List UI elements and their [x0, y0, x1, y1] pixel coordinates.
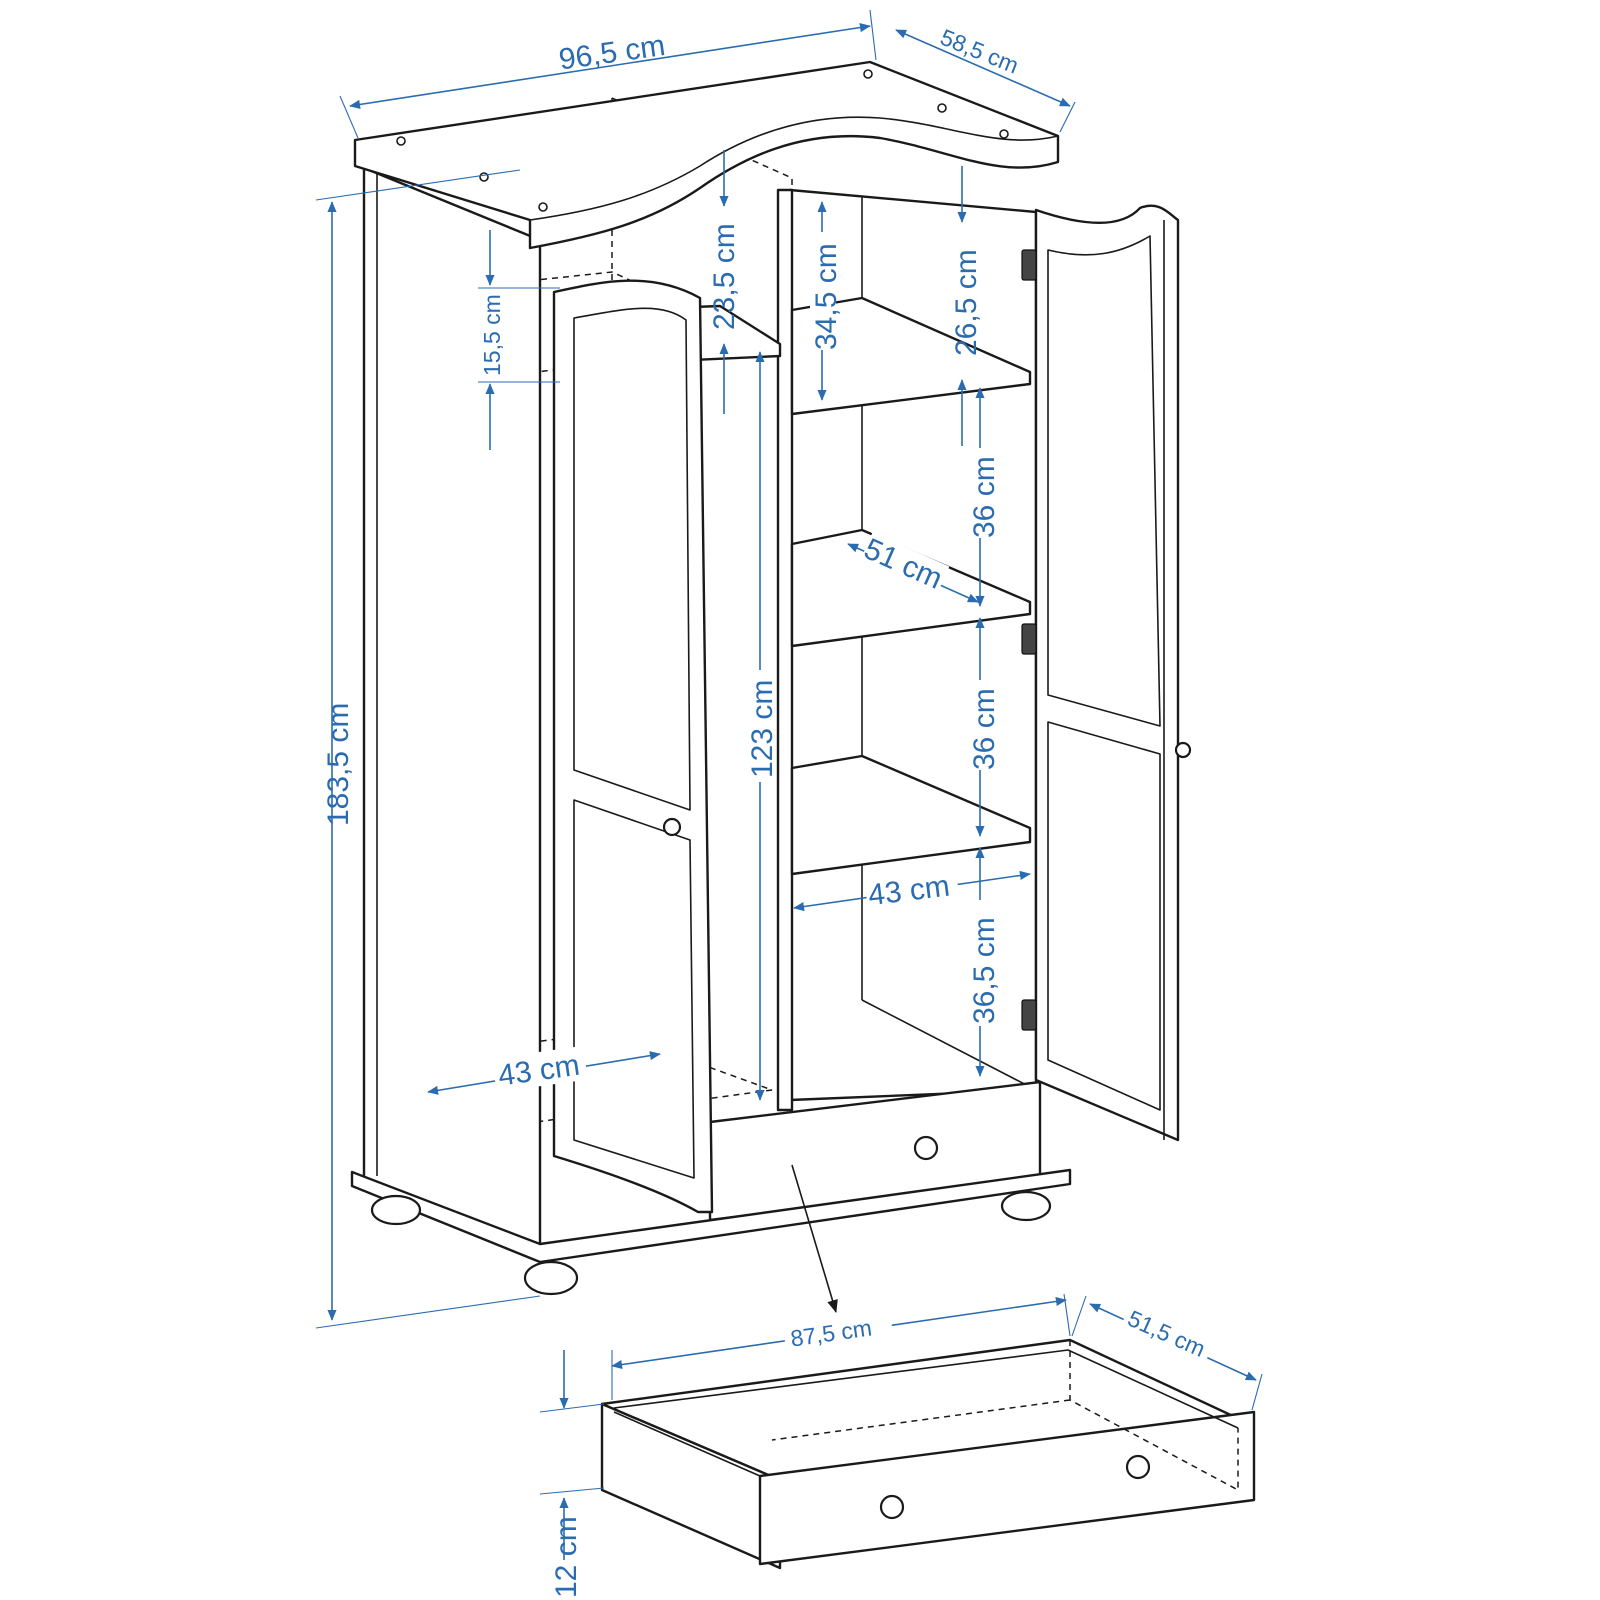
left-door [552, 279, 714, 1214]
top-gap-left-label: 15,5 cm [479, 294, 505, 376]
feet [370, 1190, 1052, 1296]
top-compartment-label: 34,5 cm [810, 243, 843, 350]
width-dimension-line [349, 23, 871, 109]
crown-top [353, 60, 1060, 250]
shelf-gap-2-label: 36 cm [968, 688, 1001, 770]
hinges [1021, 249, 1037, 1031]
shelf-1 [790, 296, 1032, 416]
shelf-gap-1-label: 36 cm [968, 456, 1001, 538]
drawer-depth-label: 51,5 cm [1124, 1305, 1209, 1362]
drawer-height-label: 12 cm [550, 1516, 583, 1598]
plinth [350, 1168, 1072, 1264]
middle-divider [776, 188, 794, 1112]
height-label: 183,5 cm [322, 703, 355, 826]
loose-drawer-front [758, 1410, 1256, 1566]
wardrobe [350, 60, 1192, 1296]
loose-drawer-knob-right [1125, 1454, 1151, 1480]
loose-drawer [600, 1338, 1256, 1570]
width-label: 96,5 cm [557, 29, 667, 77]
shelf-3 [790, 754, 1032, 876]
loose-drawer-knob-left [879, 1494, 905, 1520]
drawer-width-label: 87,5 cm [789, 1314, 874, 1351]
shelf-gap-3-label: 36,5 cm [968, 917, 1001, 1024]
left-door-knob [662, 817, 682, 837]
drawer-knob [913, 1135, 939, 1161]
right-door [1034, 204, 1192, 1142]
right-door-knob [1174, 741, 1192, 759]
top-gap-right-label: 26,5 cm [950, 249, 983, 356]
depth-label: 58,5 cm [937, 24, 1023, 79]
drawer-pointer [791, 1164, 838, 1314]
hanging-height-label: 123 cm [746, 680, 779, 778]
crown-gap-label: 23,5 cm [708, 223, 741, 330]
depth-dimension-line [895, 29, 1071, 107]
